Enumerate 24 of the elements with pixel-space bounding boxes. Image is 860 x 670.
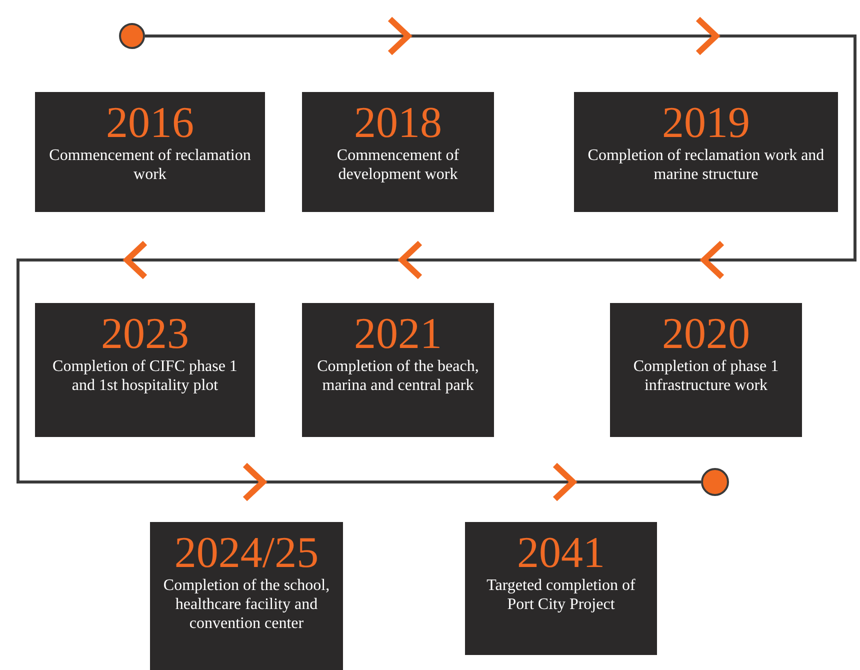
milestone-box xyxy=(35,92,265,212)
milestone-description: Completion of the beach, marina and central park xyxy=(316,357,480,395)
milestone-description: Commencement of development work xyxy=(336,146,460,184)
milestone-description: Completion of CIFC phase 1 and 1st hospitality plot xyxy=(52,357,238,395)
year-label: 2018 xyxy=(354,100,442,146)
year-label: 2021 xyxy=(354,311,442,357)
milestone-box xyxy=(610,303,802,437)
milestone-box xyxy=(150,522,343,670)
milestone-box xyxy=(35,303,255,437)
milestone-description: Targeted completion of Port City Project xyxy=(486,576,636,614)
year-label: 2023 xyxy=(101,311,189,357)
milestone-description: Completion of reclamation work and marine structure xyxy=(586,146,826,184)
milestone-description: Completion of the school, healthcare facility and convention center xyxy=(162,576,331,633)
year-label: 2016 xyxy=(106,100,194,146)
milestone-box xyxy=(302,92,494,212)
year-label: 2041 xyxy=(517,530,605,576)
milestone-box xyxy=(574,92,838,212)
milestone-description: Commencement of reclamation work xyxy=(48,146,252,184)
year-label: 2020 xyxy=(662,311,750,357)
year-label: 2024/25 xyxy=(174,530,319,576)
year-label: 2019 xyxy=(662,100,750,146)
milestone-description: Completion of phase 1 infrastructure work xyxy=(632,357,780,395)
milestone-box xyxy=(302,303,494,437)
milestone-box xyxy=(465,522,657,655)
